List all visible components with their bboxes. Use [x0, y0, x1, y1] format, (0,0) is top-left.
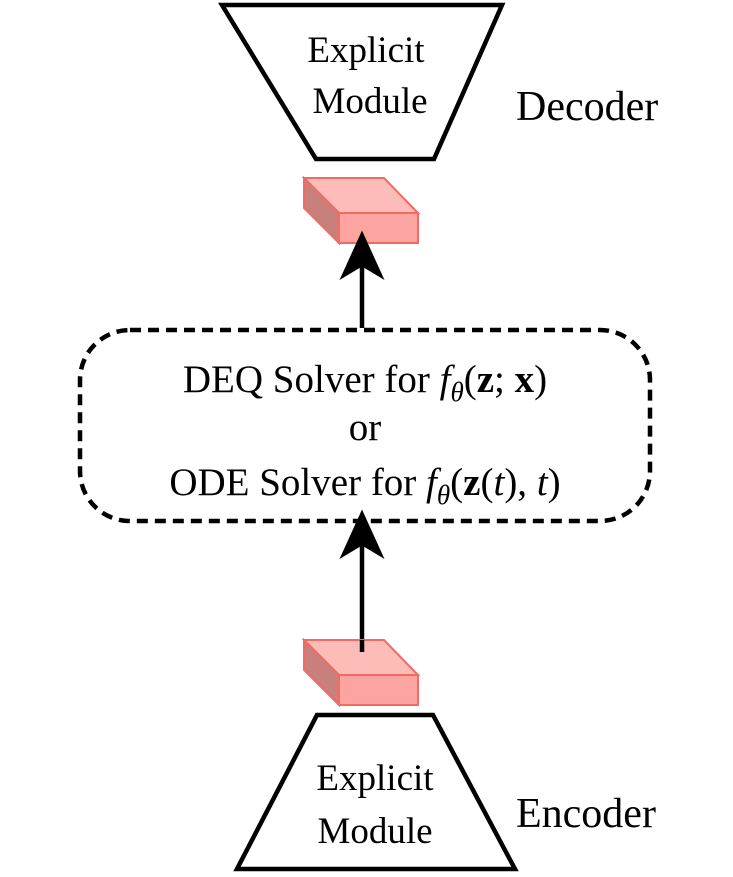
decoder-module-line2: Module	[312, 81, 427, 122]
encoder-module-line1: Explicit	[316, 758, 434, 799]
solver-box	[77, 327, 653, 524]
encoder-output-tensor	[301, 637, 421, 708]
tensor-front-face	[338, 674, 419, 706]
encoder-label: Encoder	[516, 791, 656, 837]
decoder-input-tensor	[301, 175, 421, 246]
decoder-module: Explicit Module	[217, 2, 506, 162]
deq-solver-line: DEQ Solver for fθ(z; x)	[183, 358, 547, 407]
decoder-module-line1: Explicit	[307, 30, 425, 71]
encoder-module: Explicit Module	[233, 712, 519, 872]
encoder-trapezoid	[233, 712, 519, 872]
ode-solver-line: ODE Solver for fθ(z(t), t)	[169, 461, 560, 510]
tensor-front-face	[338, 212, 419, 244]
or-label: or	[349, 406, 382, 449]
encoder-module-line2: Module	[317, 811, 432, 852]
decoder-label: Decoder	[516, 84, 658, 130]
decoder-trapezoid	[217, 2, 506, 162]
